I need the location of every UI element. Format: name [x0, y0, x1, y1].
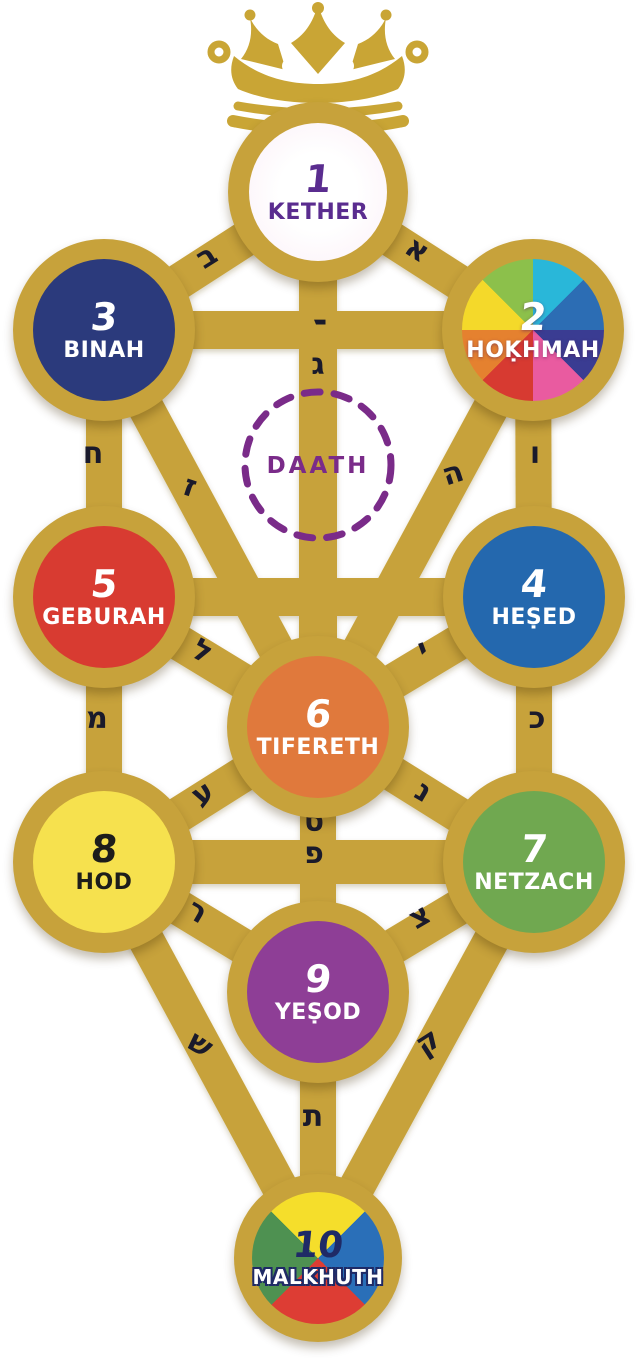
- sephira-geburah-number: 5: [88, 561, 120, 606]
- sephira-netzach-number: 7: [518, 826, 550, 871]
- sephira-hokhmah-name: HOḲHMAH: [466, 337, 600, 363]
- path-letter-hokhmah-hesed: ו: [529, 436, 541, 471]
- sephira-hod-name: HOD: [75, 869, 133, 895]
- sephira-hokhmah-number: 2: [517, 294, 549, 339]
- path-letter-kether-tifereth: ג: [311, 347, 325, 382]
- sephira-binah-name: BINAH: [63, 337, 145, 363]
- sephira-kether-number: 1: [302, 156, 334, 201]
- path-letter-binah-geburah: ח: [82, 436, 104, 471]
- path-letter-hesed-netzach: כ: [528, 701, 546, 736]
- sephira-tifereth-name: TIFERETH: [256, 734, 380, 760]
- sephira-kether-name: KETHER: [267, 199, 369, 225]
- sephira-malkhuth-name: MALKHUTH: [252, 1265, 384, 1289]
- daath-dashed-circle: [241, 388, 395, 542]
- sephira-hesed-name: HEṢED: [491, 604, 577, 630]
- sephira-hod-number: 8: [88, 826, 120, 871]
- sephira-netzach-name: NETZACH: [474, 869, 594, 895]
- path-letter-geburah-hod: מ: [86, 701, 108, 736]
- daath-label: DAATH: [266, 453, 370, 479]
- path-letter-binah-hokhmah: י: [301, 317, 336, 327]
- sephira-malkhuth-number: 10: [290, 1225, 346, 1266]
- sephira-yesod-name: YEṢOD: [274, 999, 362, 1025]
- sephira-binah-number: 3: [88, 294, 120, 339]
- sephira-geburah-name: GEBURAH: [42, 604, 166, 630]
- path-letter-yesod-malkhuth: ת: [302, 1099, 324, 1134]
- path-letter-hod-netzach: פ: [304, 836, 324, 871]
- sephira-hesed-number: 4: [518, 561, 550, 606]
- sephira-yesod-number: 9: [302, 956, 334, 1001]
- sephira-tifereth-number: 6: [302, 691, 334, 736]
